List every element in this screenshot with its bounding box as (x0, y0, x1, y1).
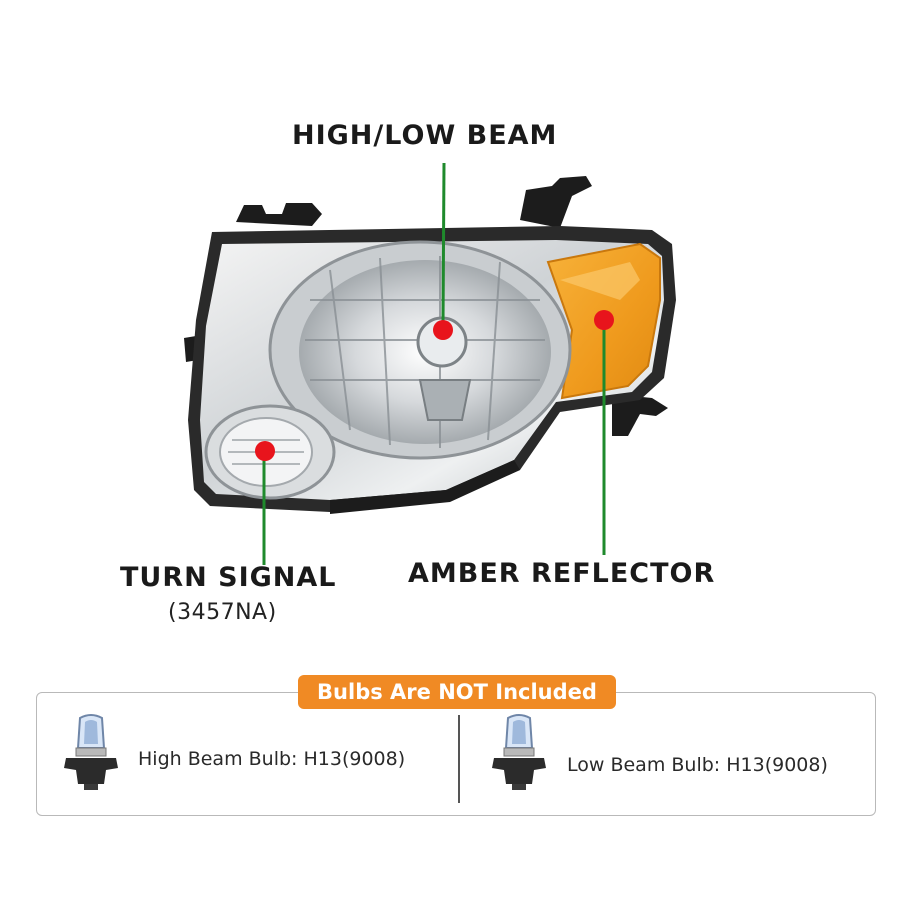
bulbs-not-included-banner: Bulbs Are NOT Included (298, 675, 616, 709)
low-beam-bulb-label: Low Beam Bulb: H13(9008) (567, 754, 828, 776)
bulb-info-box (36, 692, 876, 816)
callout-turn-signal: TURN SIGNAL (120, 562, 337, 593)
callout-turn-signal-code: (3457NA) (168, 600, 277, 625)
bulb-icon (64, 714, 118, 790)
bulb-divider (458, 715, 460, 803)
callout-high-low-beam: HIGH/LOW BEAM (292, 120, 558, 151)
leader-lines (262, 162, 606, 565)
high-beam-bulb-label: High Beam Bulb: H13(9008) (138, 748, 406, 770)
callout-amber-reflector: AMBER REFLECTOR (408, 558, 716, 589)
markers (255, 310, 614, 461)
bulb-icon (492, 714, 546, 790)
